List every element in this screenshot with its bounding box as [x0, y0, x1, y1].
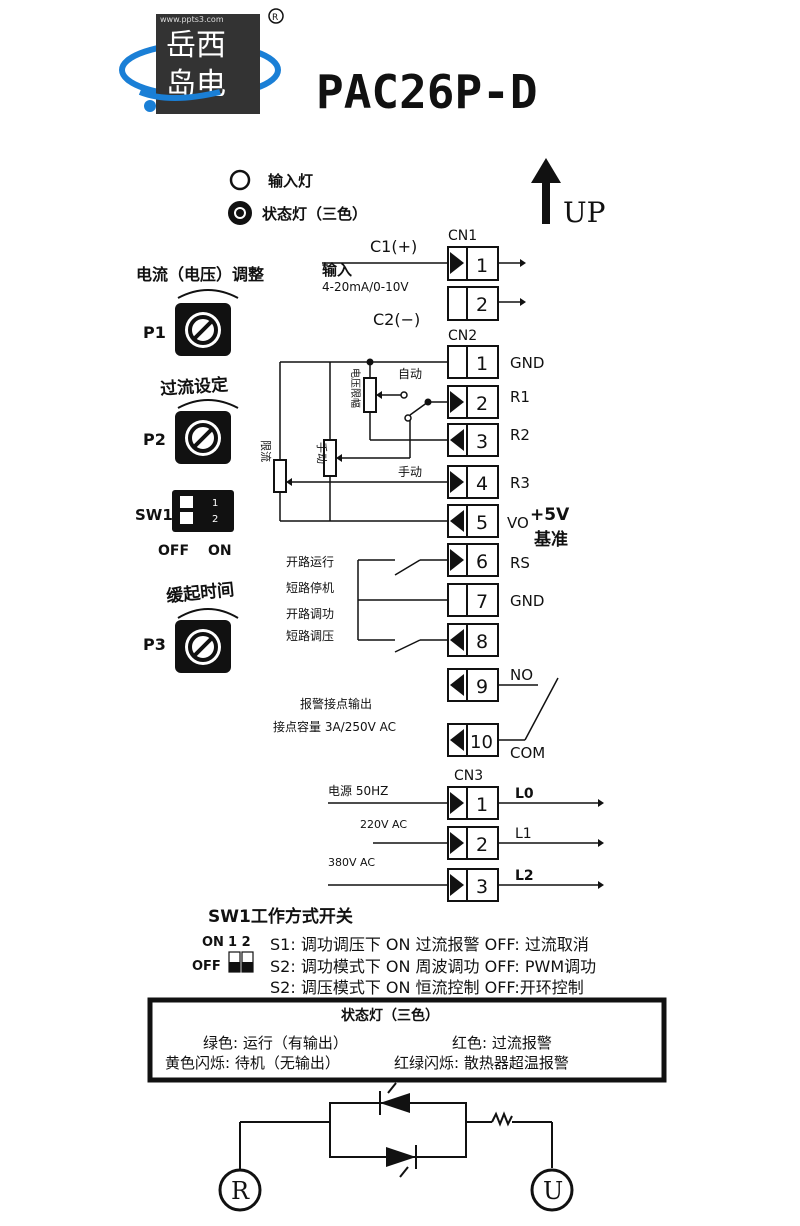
- cn2-title: CN2: [448, 328, 477, 344]
- status-lamp-label: 状态灯（三色）: [262, 205, 367, 223]
- cn2-r2-label: R2: [510, 426, 530, 444]
- up-arrow-icon: [531, 158, 561, 224]
- cn2-r3-label: R3: [510, 474, 530, 492]
- cn2-pin-5: 5: [476, 512, 488, 534]
- cn2-wiring: [273, 358, 559, 741]
- cn2-open-power: 开路调功: [286, 606, 334, 621]
- p2-title: 过流设定: [159, 374, 228, 400]
- u-terminal-label: U: [543, 1177, 563, 1205]
- sw1-off-label: OFF: [158, 543, 189, 559]
- cn1-pin-2: 2: [476, 294, 488, 316]
- cn1-input-range: 4-20mA/0-10V: [322, 280, 409, 294]
- p3-title: 缓起时间: [165, 579, 235, 607]
- input-lamp-icon: [229, 169, 251, 191]
- sw1-row-2: S2: 调功模式下 ON 周波调功 OFF: PWM调功: [270, 957, 596, 976]
- status-green: 绿色: 运行（有输出）: [203, 1034, 348, 1052]
- cn2-manual-label: 手动: [398, 465, 422, 479]
- cn1-terminal-block: 1 2: [447, 246, 526, 321]
- cn2-pin-3: 3: [476, 431, 488, 453]
- cn2-auto-label: 自动: [398, 367, 422, 381]
- sw1-pin2: 2: [212, 514, 218, 525]
- cn3-l1-label: L1: [515, 826, 532, 842]
- cn2-short-stop: 短路停机: [286, 580, 334, 595]
- status-red: 红色: 过流报警: [452, 1034, 552, 1052]
- cn2-vo-label: VO: [507, 514, 529, 532]
- sw1-table-switch-icon: [228, 951, 254, 973]
- logo: www.ppts3.com 岳西 岛电 R: [119, 8, 284, 114]
- cn2-com-label: COM: [510, 744, 545, 762]
- cn2-pin-9: 9: [476, 676, 488, 698]
- cn2-gnd7-label: GND: [510, 592, 544, 610]
- cn1-c1-label: C1(+): [370, 237, 417, 256]
- p2-label: P2: [143, 430, 166, 449]
- cn3-pin-1: 1: [476, 794, 488, 816]
- cn3-pin-2: 2: [476, 834, 488, 856]
- status-redgreen: 红绿闪烁: 散热器超温报警: [394, 1054, 569, 1072]
- cn2-pin-4: 4: [476, 473, 488, 495]
- cn2-pin-10: 10: [470, 732, 493, 753]
- cn3-terminal-block: 1 2 3: [328, 786, 604, 902]
- cn3-power-label: 电源 50HZ: [328, 784, 388, 798]
- r-terminal-icon: [218, 1168, 262, 1212]
- p1-label: P1: [143, 323, 166, 342]
- p3-label: P3: [143, 635, 166, 654]
- cn3-220v: 220V AC: [360, 818, 407, 831]
- sw1-row-1: S1: 调功调压下 ON 过流报警 OFF: 过流取消: [270, 935, 589, 954]
- status-lamp-box: 状态灯（三色） 绿色: 运行（有输出） 红色: 过流报警 黄色闪烁: 待机（无输…: [147, 997, 667, 1083]
- cn1-c2-label: C2(−): [373, 310, 420, 329]
- cn2-contact-capacity: 接点容量 3A/250V AC: [273, 719, 396, 734]
- sw1-table-cols: 1 2: [228, 935, 251, 950]
- cn2-ref-label: 基准: [533, 529, 568, 550]
- up-label: UP: [563, 196, 605, 229]
- cn1-title: CN1: [448, 228, 477, 244]
- registered-mark: R: [272, 13, 278, 23]
- thyristor-circuit: [239, 1082, 553, 1178]
- cn2-no-label: NO: [510, 666, 533, 684]
- cn2-pin-1: 1: [476, 353, 488, 375]
- cn3-l2-label: L2: [515, 868, 534, 884]
- cn3-title: CN3: [454, 768, 483, 784]
- cn2-alarm-output: 报警接点输出: [300, 696, 372, 711]
- sw1-pin1: 1: [212, 498, 218, 509]
- r-terminal-label: R: [231, 1177, 250, 1205]
- cn3-380v: 380V AC: [328, 856, 375, 869]
- cn2-pin-7: 7: [476, 591, 488, 613]
- status-box-title: 状态灯（三色）: [341, 1007, 439, 1024]
- sw1-table-title: SW1工作方式开关: [208, 906, 353, 927]
- cn1-pin-1: 1: [476, 255, 488, 277]
- cn2-short-voltage: 短路调压: [286, 628, 334, 643]
- cn2-rs-label: RS: [510, 554, 530, 572]
- cn3-l0-label: L0: [515, 786, 534, 802]
- sw1-table-on: ON: [202, 935, 224, 950]
- sw1-on-label: ON: [208, 543, 232, 559]
- cn2-manual-vertical: 手动: [315, 442, 329, 464]
- cn2-gnd1-label: GND: [510, 354, 544, 372]
- sw1-row-3: S2: 调压模式下 ON 恒流控制 OFF:开环控制: [270, 978, 584, 997]
- u-terminal-icon: [530, 1168, 574, 1212]
- logo-url: www.ppts3.com: [160, 15, 224, 24]
- cn2-voltage-limit: 电压限幅: [349, 368, 362, 408]
- model-title: PAC26P-D: [316, 65, 538, 119]
- input-lamp-label: 输入灯: [268, 172, 313, 190]
- cn2-5v-label: +5V: [530, 505, 570, 525]
- sw1-label: SW1: [135, 506, 173, 524]
- cn2-limit-flow: 限流: [259, 440, 273, 462]
- p1-title: 电流（电压）调整: [136, 265, 264, 284]
- sw1-table-off: OFF: [192, 959, 221, 974]
- cn2-open-run: 开路运行: [286, 554, 334, 569]
- status-yellow: 黄色闪烁: 待机（无输出）: [165, 1054, 340, 1072]
- logo-text-line1: 岳西: [166, 28, 226, 63]
- cn2-terminal-block: 1 2 3 4 5 6 7 8 9 10: [447, 345, 499, 757]
- cn2-pin-6: 6: [476, 551, 488, 573]
- cn2-pin-2: 2: [476, 393, 488, 415]
- cn1-input-label: 输入: [322, 261, 352, 279]
- cn3-pin-3: 3: [476, 876, 488, 898]
- cn2-pin-8: 8: [476, 631, 488, 653]
- cn2-r1-label: R1: [510, 388, 530, 406]
